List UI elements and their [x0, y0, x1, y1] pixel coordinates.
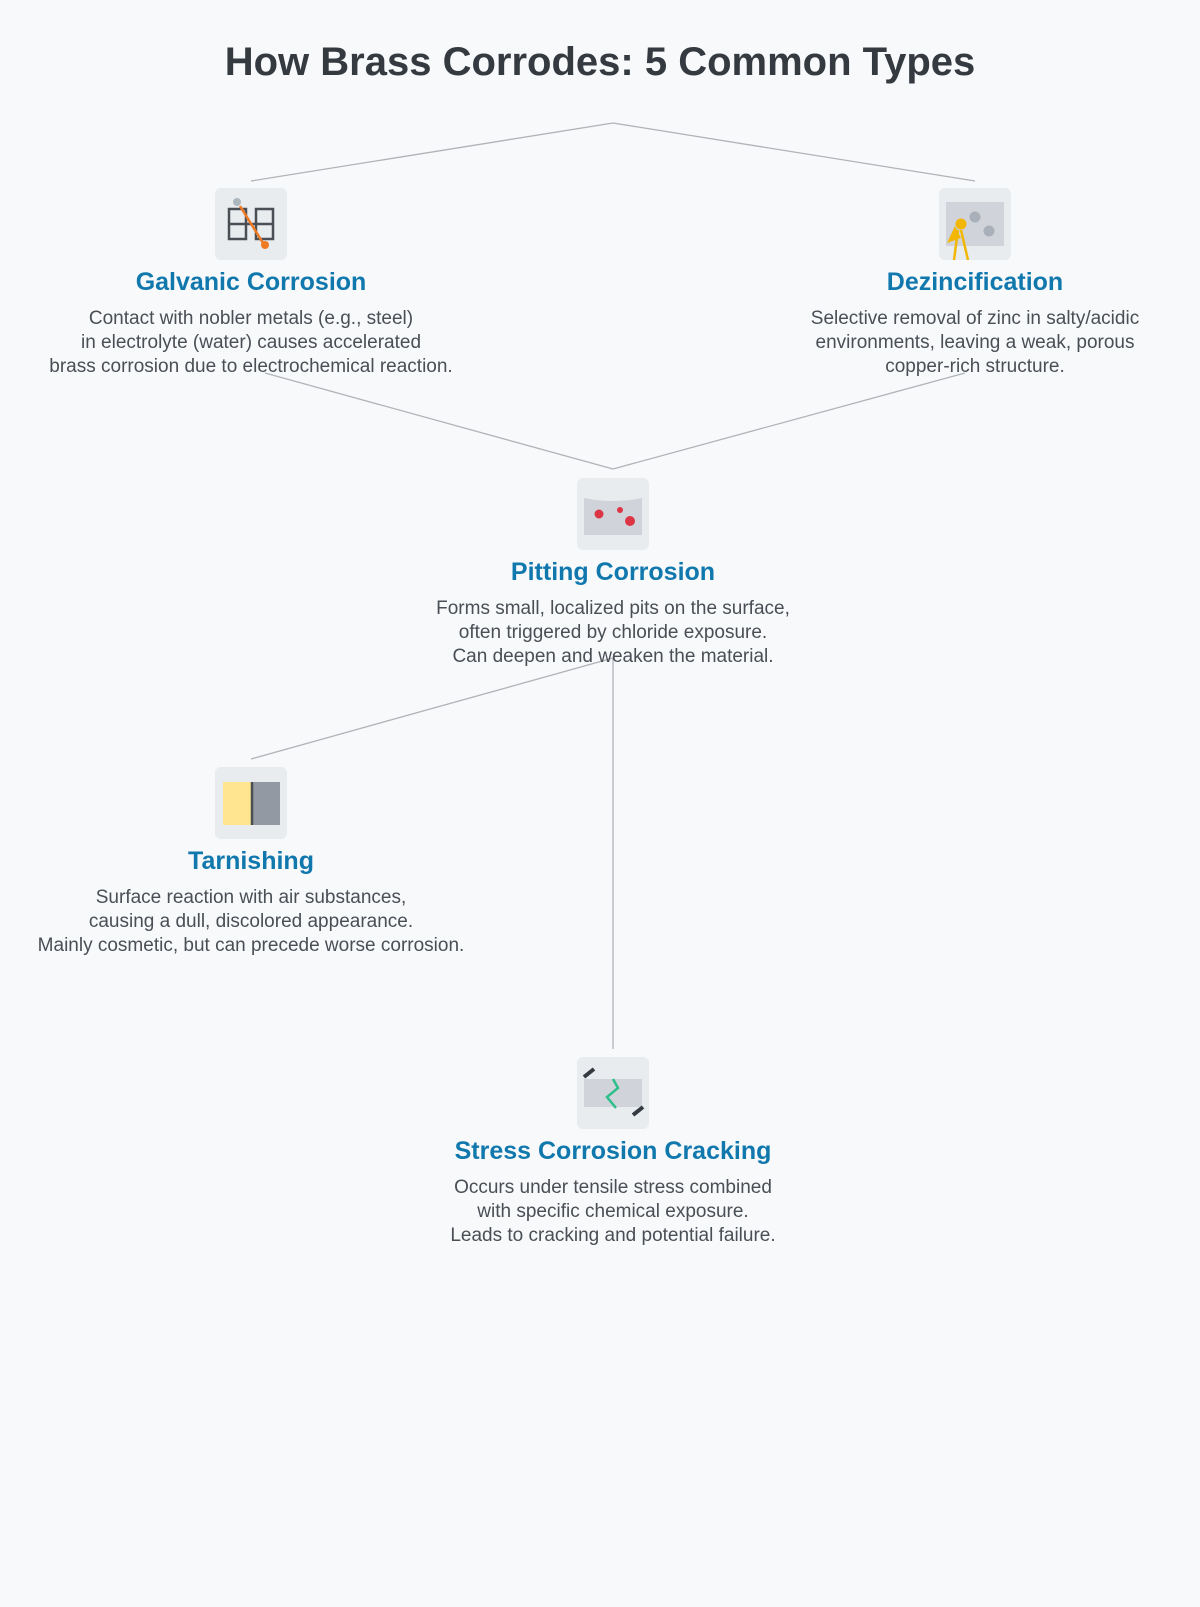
zinc-removal-icon: [939, 188, 1011, 260]
node-description: Occurs under tensile stress combined wit…: [450, 1177, 776, 1246]
node-stress-corrosion-cracking: Stress Corrosion Cracking Occurs under t…: [353, 1057, 873, 1248]
node-tarnishing: Tarnishing Surface reaction with air sub…: [0, 767, 511, 958]
node-title: Pitting Corrosion: [510, 558, 716, 586]
node-galvanic-corrosion: Galvanic Corrosion Contact with nobler m…: [0, 188, 511, 379]
crack-icon: [577, 1057, 649, 1129]
connector-top: [250, 122, 976, 182]
node-title: Stress Corrosion Cracking: [454, 1137, 772, 1165]
node-description: Surface reaction with air substances, ca…: [37, 887, 465, 956]
pitted-surface-icon: [577, 478, 649, 550]
node-title: Tarnishing: [188, 847, 314, 875]
page-title: How Brass Corrodes: 5 Common Types: [224, 40, 976, 84]
node-title: Dezincification: [886, 268, 1064, 296]
node-description: Forms small, localized pits on the surfa…: [436, 598, 790, 667]
connector-dezinc-pitting: [612, 372, 966, 470]
node-description: Contact with nobler metals (e.g., steel)…: [49, 308, 453, 377]
tarnish-swatch-icon: [215, 767, 287, 839]
node-title: Galvanic Corrosion: [135, 268, 367, 296]
connector-pitting-tarnishing: [250, 657, 614, 760]
node-description: Selective removal of zinc in salty/acidi…: [810, 308, 1140, 377]
node-pitting-corrosion: Pitting Corrosion Forms small, localized…: [353, 478, 873, 669]
node-dezincification: Dezincification Selective removal of zin…: [715, 188, 1200, 379]
galvanic-cell-icon: [215, 188, 287, 260]
connector-galvanic-pitting: [264, 372, 614, 470]
